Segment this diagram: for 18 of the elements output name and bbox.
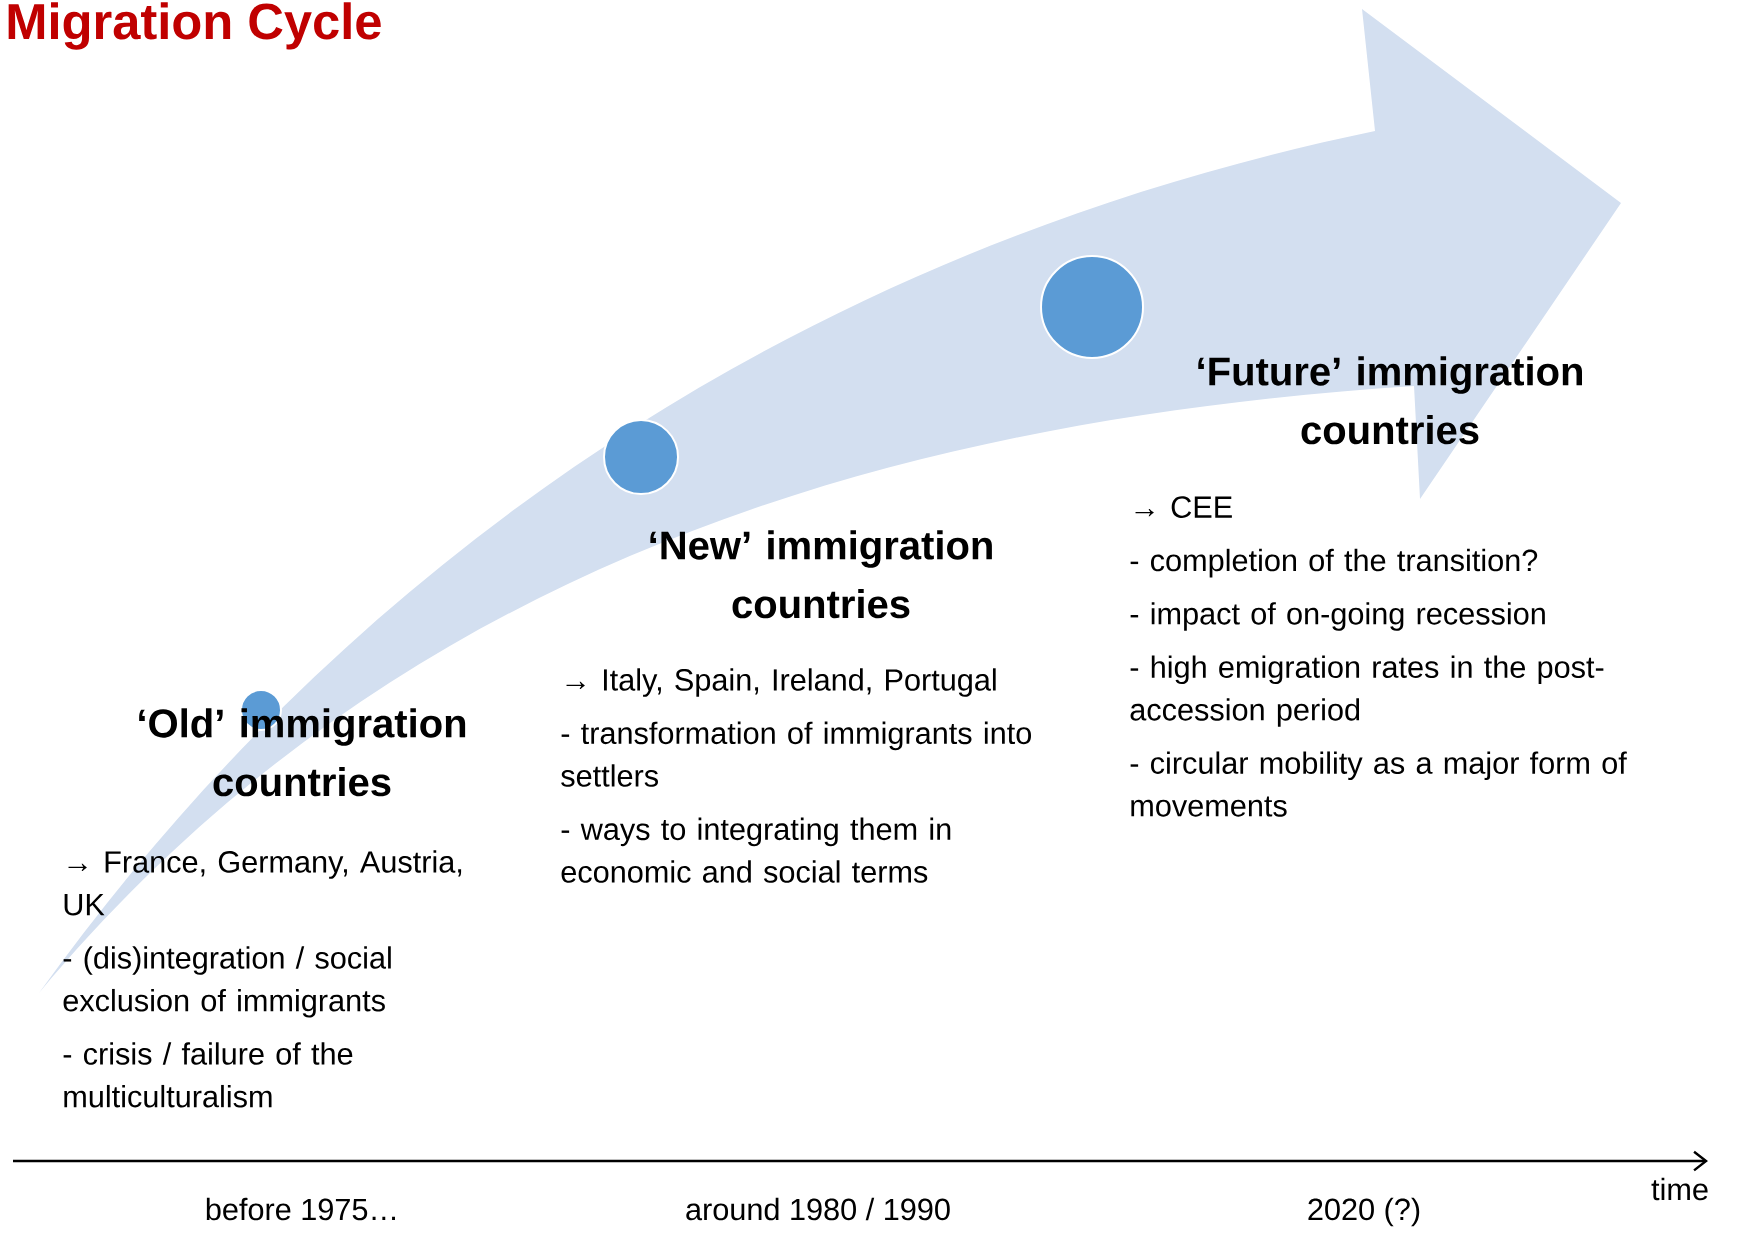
title: Migration Cycle	[8, 2, 381, 50]
date-label: around 1980 / 1990	[686, 1197, 950, 1221]
axis-label: time	[1651, 1177, 1708, 1201]
heading: ‘Old’ immigration countries	[139, 708, 466, 797]
bullet-text: → CEE	[1135, 496, 1232, 518]
bullet-text: - completion of the transition?	[1130, 548, 1538, 578]
bullet-text: - transformation of immigrants into settlers	[561, 721, 1031, 787]
bullet-text: - crisis / failure of the multiculturalism	[63, 1042, 353, 1108]
date-label: 2020 (?)	[1308, 1197, 1420, 1227]
milestone-dot	[603, 419, 679, 495]
date-label: before 1975…	[206, 1197, 395, 1221]
bullet-text: - high emigration rates in the post-accession period	[1130, 655, 1604, 727]
bullet-text: - circular mobility as a major form of movements	[1130, 751, 1627, 817]
bullet-text: - (dis)integration / social exclusion of immigrants	[63, 946, 391, 1018]
bullet-text: → Italy, Spain, Ireland, Portugal	[566, 668, 996, 697]
milestone-dot	[1040, 255, 1144, 359]
bullet-text: - impact of on-going recession	[1130, 602, 1545, 631]
bullet-text: - ways to integrating them in economic and social terms	[561, 817, 951, 883]
